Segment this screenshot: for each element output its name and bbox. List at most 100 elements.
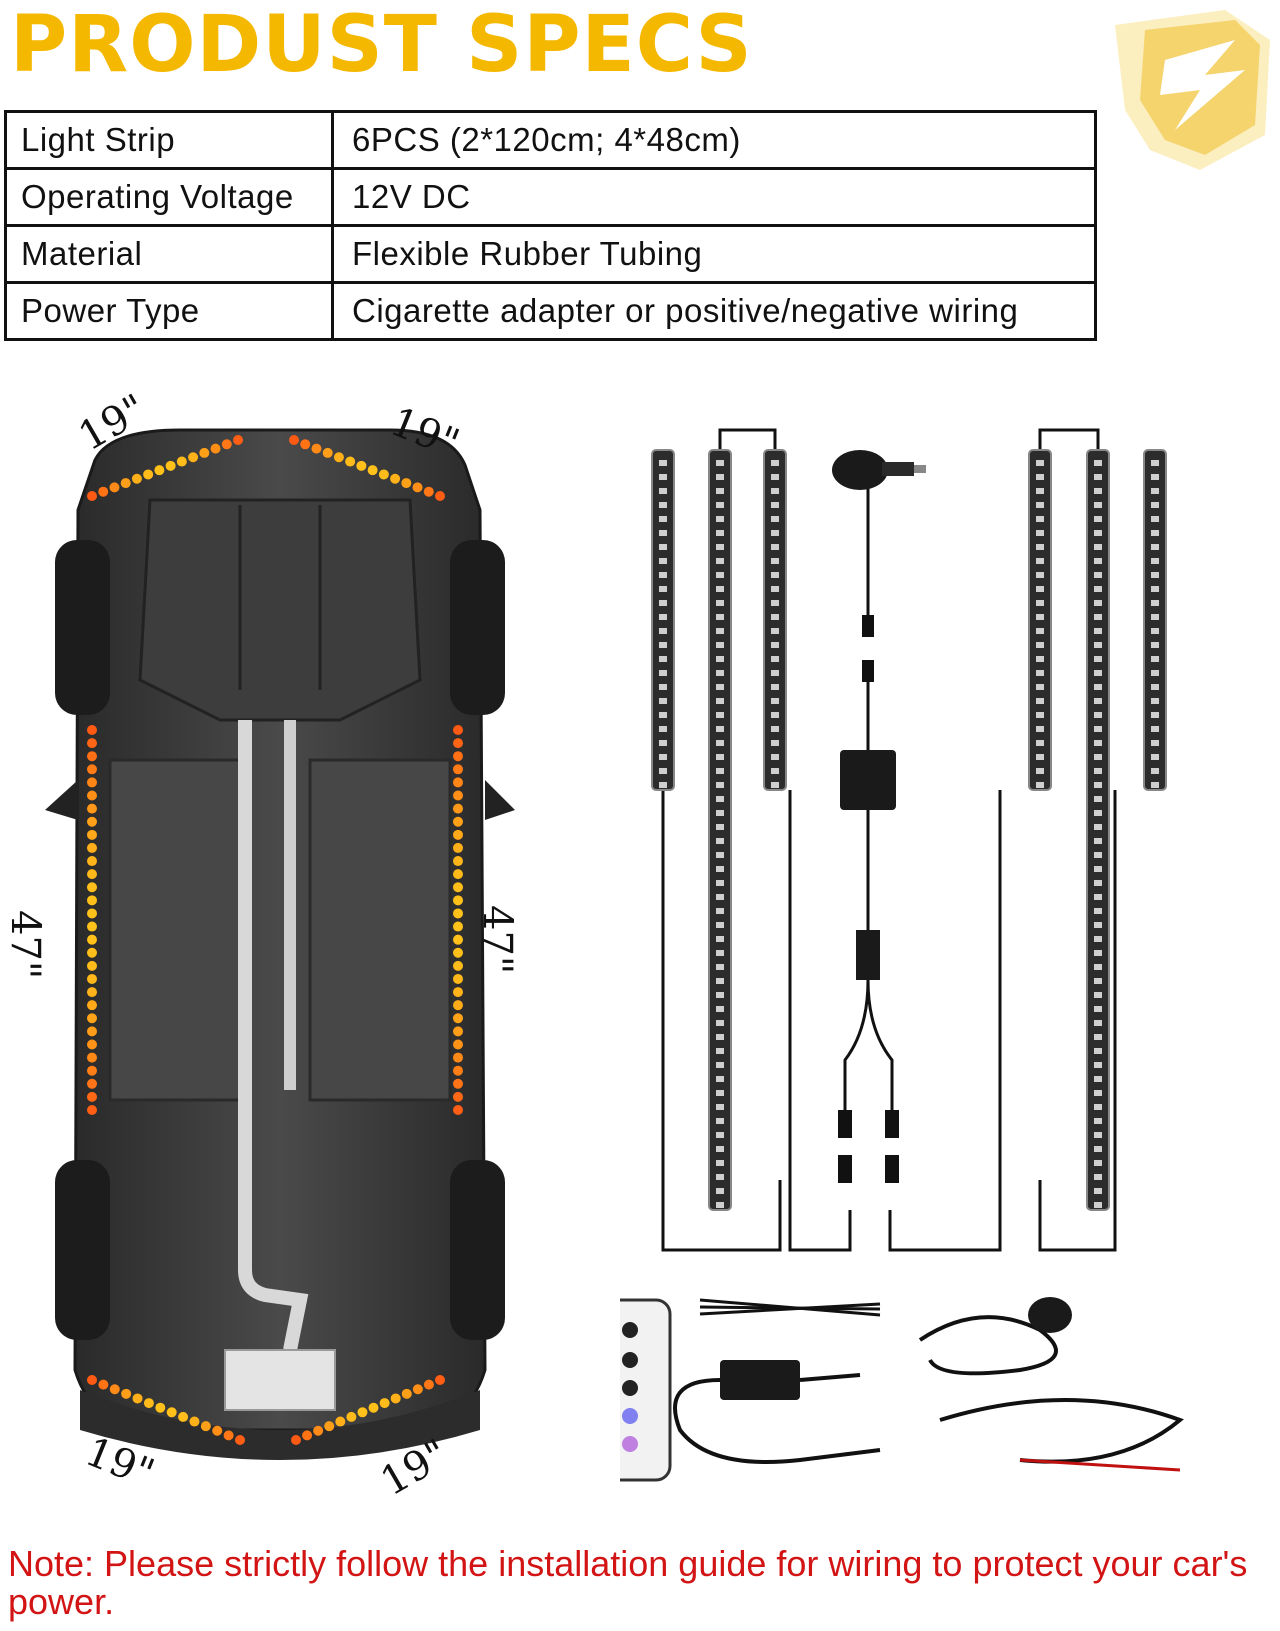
strip-led xyxy=(771,460,779,466)
strip-led xyxy=(1151,768,1159,774)
led-dot xyxy=(453,882,463,893)
strip-led xyxy=(771,600,779,606)
led-dot xyxy=(453,856,463,867)
strip-led xyxy=(1151,544,1159,550)
led-dot xyxy=(176,456,187,467)
strip-led xyxy=(1151,740,1159,746)
strip-led xyxy=(1094,936,1102,942)
strip-led xyxy=(1151,474,1159,480)
strip-led xyxy=(716,1174,724,1180)
strip-led xyxy=(771,642,779,648)
led-dot xyxy=(453,1052,463,1063)
led-dot xyxy=(87,856,97,867)
strip-led xyxy=(659,572,667,578)
led-dot xyxy=(200,1421,211,1432)
led-dot xyxy=(87,987,97,998)
control-box-icon xyxy=(840,750,896,810)
brand-logo-icon xyxy=(1115,10,1270,170)
led-dot xyxy=(346,1411,357,1422)
strip-led xyxy=(1036,726,1044,732)
led-dot xyxy=(143,1398,154,1409)
strip-led xyxy=(1094,502,1102,508)
led-dot xyxy=(311,443,322,454)
strip-led xyxy=(1094,1062,1102,1068)
strip-led xyxy=(716,740,724,746)
spec-label: Light Strip xyxy=(4,110,334,170)
strip-led xyxy=(1094,880,1102,886)
strip-led xyxy=(716,810,724,816)
strip-led xyxy=(771,726,779,732)
strip-led xyxy=(1036,684,1044,690)
strip-led xyxy=(1151,642,1159,648)
strip-led xyxy=(1094,1202,1102,1208)
led-dot xyxy=(87,895,97,906)
strip-led xyxy=(716,614,724,620)
strip-led xyxy=(1094,1188,1102,1194)
strip-led xyxy=(1094,740,1102,746)
led-dot xyxy=(453,829,463,840)
strip-led xyxy=(1151,502,1159,508)
led-dot xyxy=(189,1416,200,1427)
strip-led xyxy=(659,684,667,690)
led-dot xyxy=(453,987,463,998)
led-dot xyxy=(453,751,463,762)
strip-led xyxy=(659,586,667,592)
strip-led xyxy=(771,544,779,550)
led-dot xyxy=(453,973,463,984)
led-dot xyxy=(87,738,97,749)
strip-led xyxy=(771,572,779,578)
strip-led xyxy=(716,474,724,480)
strip-led xyxy=(1094,1174,1102,1180)
led-dot xyxy=(87,934,97,945)
strip-led xyxy=(771,586,779,592)
strip-led xyxy=(771,474,779,480)
strip-led xyxy=(716,712,724,718)
note-text: Note: Please strictly follow the install… xyxy=(8,1543,1248,1622)
led-dot xyxy=(453,1026,463,1037)
strip-led xyxy=(1036,754,1044,760)
strip-led xyxy=(716,656,724,662)
strip-led xyxy=(1094,530,1102,536)
strip-led xyxy=(716,1048,724,1054)
strip-led xyxy=(716,894,724,900)
strip-led xyxy=(771,516,779,522)
strip-led xyxy=(716,880,724,886)
strip-led xyxy=(1151,628,1159,634)
strip-led xyxy=(1094,460,1102,466)
led-dot xyxy=(165,460,176,471)
strip-led xyxy=(771,656,779,662)
strip-led xyxy=(1094,726,1102,732)
spec-value: Cigarette adapter or positive/negative w… xyxy=(331,281,1097,341)
led-dot xyxy=(87,1052,97,1063)
strip-led xyxy=(1151,516,1159,522)
strip-led xyxy=(771,488,779,494)
strip-led xyxy=(716,866,724,872)
strip-led xyxy=(1094,1034,1102,1040)
led-dot xyxy=(390,1393,401,1404)
strip-led xyxy=(1036,656,1044,662)
strip-led xyxy=(1036,502,1044,508)
led-dot xyxy=(453,816,463,827)
strip-led xyxy=(1036,558,1044,564)
strip-led xyxy=(716,544,724,550)
strip-led xyxy=(1151,530,1159,536)
led-dot xyxy=(87,764,97,775)
strip-led xyxy=(1036,614,1044,620)
led-dot xyxy=(453,1065,463,1076)
led-dot xyxy=(233,435,243,445)
strip-led xyxy=(1094,810,1102,816)
strip-led xyxy=(1094,628,1102,634)
strip-led xyxy=(716,1090,724,1096)
strip-led xyxy=(771,782,779,788)
strip-led xyxy=(1094,656,1102,662)
strip-led xyxy=(1094,572,1102,578)
strip-led xyxy=(716,1006,724,1012)
strip-led xyxy=(716,642,724,648)
led-dot xyxy=(109,482,120,493)
led-dot xyxy=(453,1000,463,1011)
led-dot xyxy=(453,777,463,788)
led-dot xyxy=(453,1013,463,1024)
table-row: Power Type Cigarette adapter or positive… xyxy=(4,281,1097,341)
led-dot xyxy=(121,1388,132,1399)
led-dot xyxy=(423,486,434,497)
